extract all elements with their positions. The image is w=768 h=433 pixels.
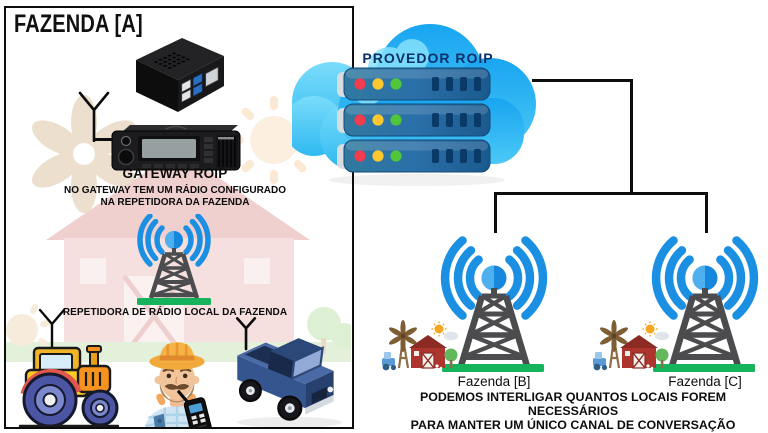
radio-waves	[651, 236, 759, 320]
rear-wheel	[22, 372, 78, 427]
ground-bar	[137, 298, 211, 305]
footer-note-line1: PODEMOS INTERLIGAR QUANTOS LOCAIS FOREM …	[419, 390, 727, 418]
vent-holes	[154, 52, 190, 69]
antenna-icon	[78, 91, 110, 142]
truck-wheels	[238, 379, 303, 421]
cloud-provider-label: PROVEDOR ROIP	[362, 50, 494, 66]
tower-lattice	[668, 293, 742, 367]
tractor-icon	[18, 308, 120, 427]
remote-farm-b: Fazenda [B]	[378, 212, 554, 392]
tower-lattice	[457, 293, 531, 367]
connector-drop-farm-c	[705, 192, 708, 233]
walkie-talkie-icon	[177, 390, 212, 427]
watermark-trees	[307, 307, 351, 354]
ground-bar	[653, 364, 755, 372]
watermark-sunburst-small	[6, 303, 52, 347]
repeater-label: REPETIDORA DE RÁDIO LOCAL DA FAZENDA	[62, 307, 288, 318]
gateway-label: GATEWAY ROIP	[122, 166, 228, 181]
radio-tower-icon	[382, 236, 548, 372]
connector-vertical-mid	[630, 79, 633, 195]
connector-drop-farm-b	[494, 192, 497, 233]
front-wheel	[81, 389, 119, 427]
farm-barn-icon	[593, 320, 669, 371]
connector-split-horizontal	[495, 192, 708, 195]
footer-note-line2: PARA MANTER UM ÚNICO CANAL DE CONVERSAÇÃ…	[410, 418, 736, 432]
footer-note: PODEMOS INTERLIGAR QUANTOS LOCAIS FOREM …	[380, 390, 766, 432]
speaker-grille	[216, 135, 238, 168]
tower-lattice	[148, 252, 200, 299]
raspberry-gateway-device-icon	[136, 38, 224, 112]
ground-bar	[442, 364, 544, 372]
farm-a-panel: FAZENDA [A]	[4, 6, 354, 429]
farm-b-label: Fazenda [B]	[457, 374, 531, 389]
farm-c-label: Fazenda [C]	[668, 374, 742, 389]
server-2	[337, 103, 491, 137]
gateway-note-line1: NO GATEWAY TEM UM RÁDIO CONFIGURADO	[63, 185, 287, 196]
antenna-feedline	[93, 138, 118, 141]
server-rack	[337, 67, 491, 173]
farm-barn-icon	[382, 320, 458, 371]
radio-waves	[137, 214, 211, 267]
server-3	[337, 139, 491, 173]
farm-a-title: FAZENDA [A]	[14, 10, 143, 38]
cloud-servers-icon	[292, 24, 536, 186]
mobile-radio-icon	[111, 125, 241, 171]
gateway-note-line2: NA REPETIDORA DA FAZENDA	[100, 197, 250, 208]
usb-ethernet-ports	[181, 66, 219, 103]
radio-tower-icon	[593, 236, 759, 372]
radio-waves	[440, 236, 548, 320]
connector-cloud-right	[532, 79, 633, 82]
remote-farm-c: Fazenda [C]	[589, 212, 765, 392]
pickup-truck-icon	[235, 317, 343, 427]
radio-tower-icon	[137, 214, 211, 305]
server-1	[337, 67, 491, 101]
